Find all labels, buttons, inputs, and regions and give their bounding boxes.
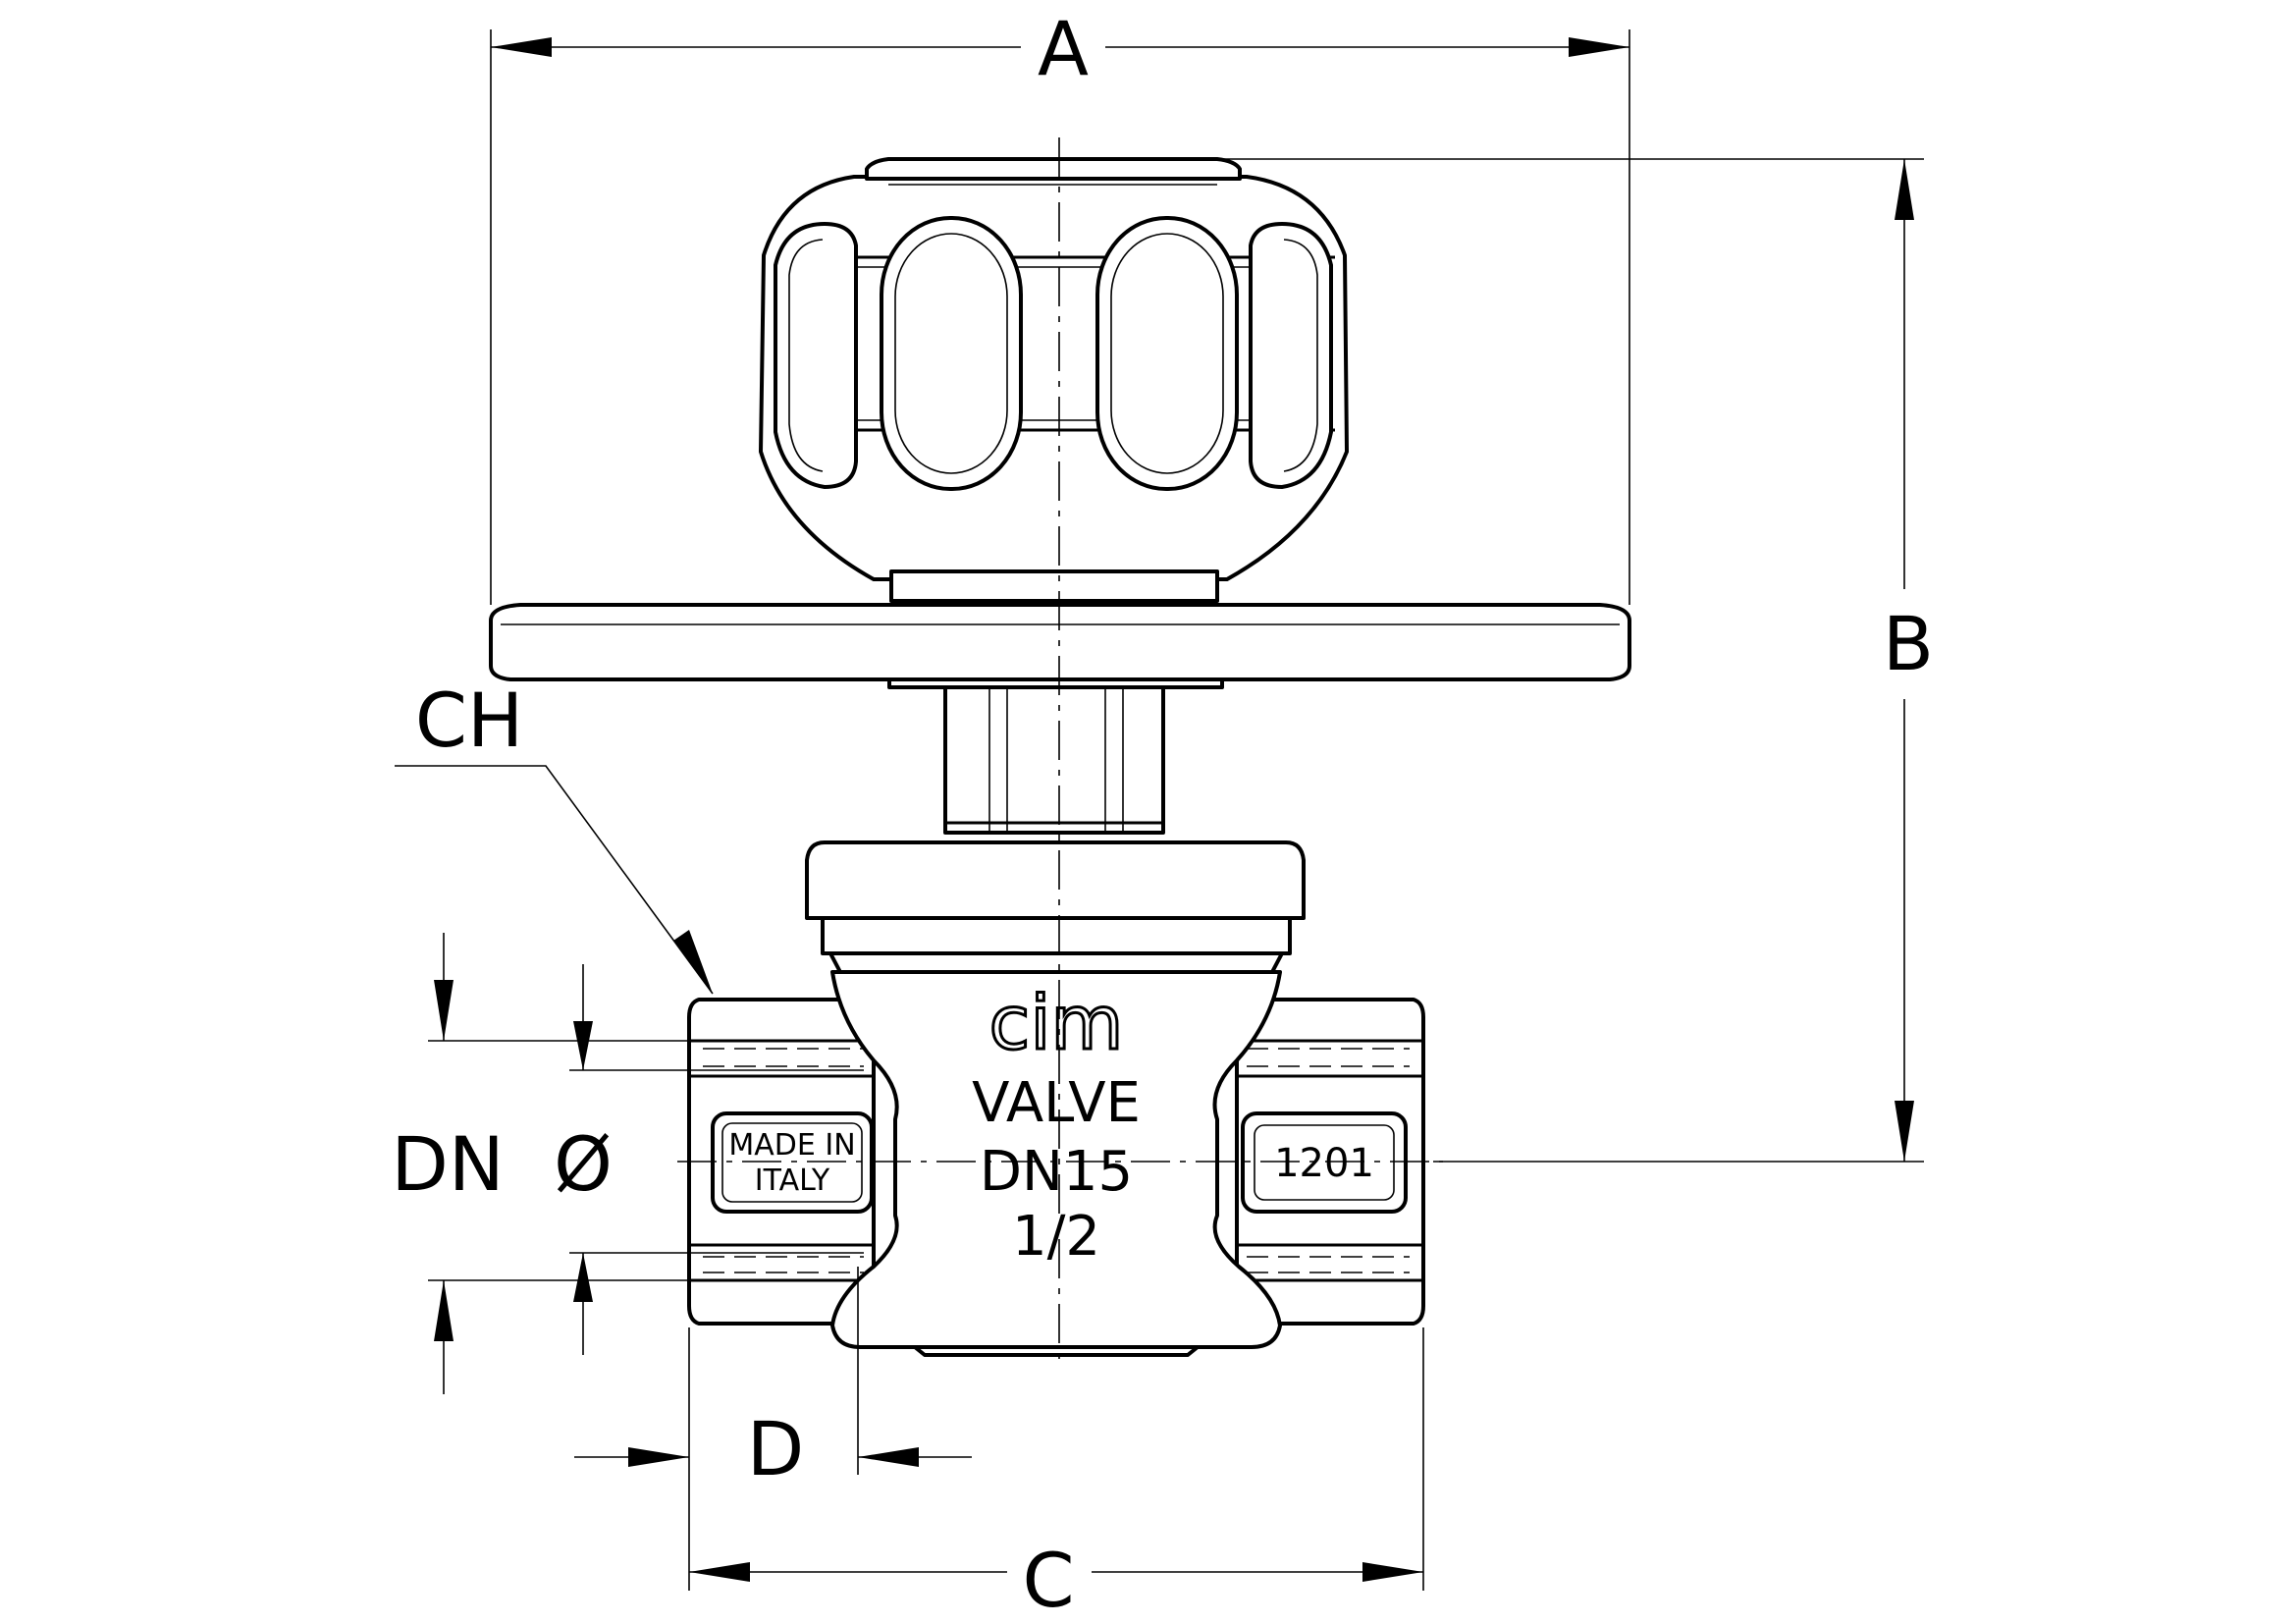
dimension-dn: DN [391,933,689,1394]
dimension-a: A [490,5,1630,605]
dim-diameter-label: Ø [554,1120,613,1208]
italy-text: ITALY [755,1164,830,1198]
size-label: 1/2 [1012,1205,1100,1269]
handwheel [759,157,1349,603]
spindle [943,685,1165,835]
dim-a-label: A [1038,5,1089,92]
brand-logo: cim [989,979,1124,1066]
dn-label: DN15 [980,1140,1133,1204]
body-markings: cim VALVE DN15 1/2 MADE IN ITALY 1201 [728,978,1374,1270]
dim-dn-label: DN [391,1120,504,1208]
code-text: 1201 [1274,1141,1374,1186]
valve-body [687,970,1425,1357]
dimension-c: C [688,1327,1424,1624]
valve-label: VALVE [972,1071,1141,1135]
dimension-b: B [1129,158,1934,1163]
dim-c-label: C [1022,1537,1074,1624]
dim-d-label: D [747,1405,805,1492]
dimension-d: D [574,1267,972,1492]
center-lines [677,137,1443,1367]
bonnet-nut [805,840,1306,974]
dimension-diameter: Ø [554,964,864,1355]
dim-ch-label: CH [415,677,523,764]
dim-b-label: B [1883,600,1934,687]
made-in-text: MADE IN [728,1128,855,1163]
wall-plate [489,603,1631,689]
leader-ch: CH [395,677,714,995]
